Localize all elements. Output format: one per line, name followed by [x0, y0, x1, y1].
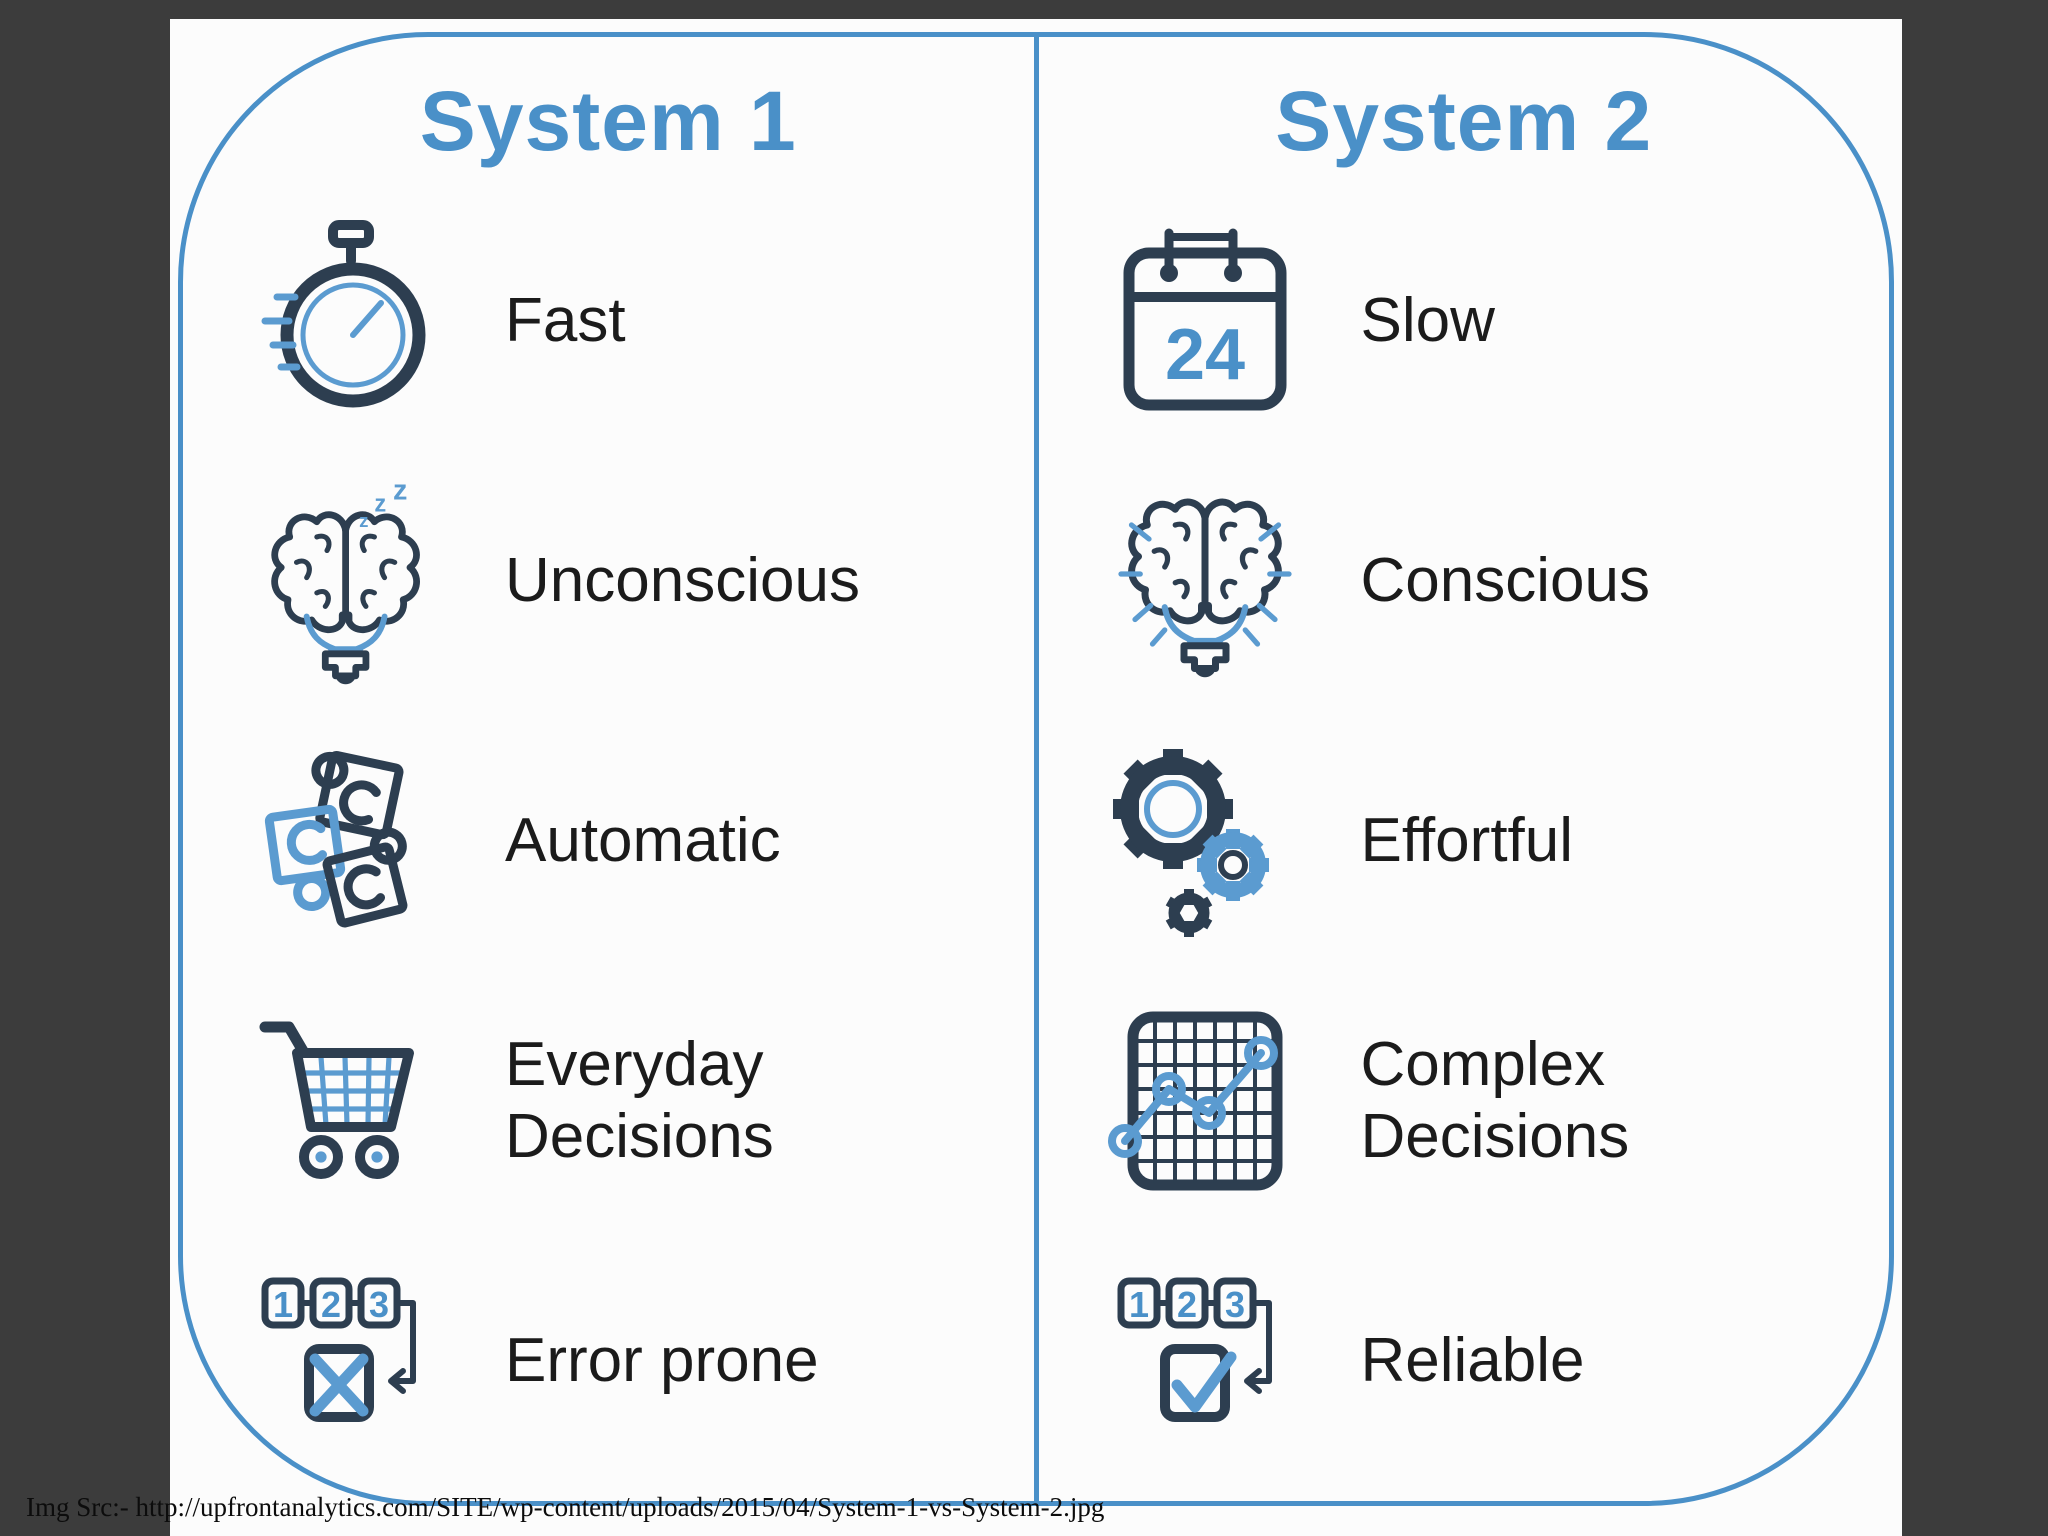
stopwatch-icon — [261, 220, 426, 408]
system-2-column: System 2 24 — [1033, 37, 1890, 1501]
row-label: Automatic — [505, 806, 781, 876]
steps-error-icon: 1 2 3 — [261, 1277, 416, 1422]
svg-text:z: z — [359, 510, 368, 531]
system-2-rows: 24 Slow — [1039, 177, 1890, 1501]
row-slow: 24 Slow — [1039, 191, 1890, 451]
row-label: Unconscious — [505, 546, 860, 616]
system-1-title: System 1 — [419, 74, 797, 168]
system-1-column: System 1 — [183, 37, 1034, 1501]
svg-text:3: 3 — [369, 1284, 389, 1325]
shopping-cart-icon — [259, 1021, 414, 1179]
row-label: Everyday Decisions — [505, 1030, 774, 1171]
svg-text:2: 2 — [1176, 1284, 1196, 1325]
row-everyday-decisions: Everyday Decisions — [183, 971, 1034, 1231]
svg-text:z: z — [393, 476, 407, 507]
system-2-title: System 2 — [1275, 74, 1653, 168]
svg-text:3: 3 — [1224, 1284, 1244, 1325]
row-label: Fast — [505, 286, 626, 356]
calendar-icon: 24 — [1123, 228, 1286, 411]
row-conscious: Conscious — [1039, 451, 1890, 711]
image-source-caption: Img Src:- http://upfrontanalytics.com/SI… — [26, 1492, 1105, 1522]
sleeping-brain-icon: z z z — [271, 476, 449, 685]
gears-icon — [1112, 749, 1269, 937]
row-effortful: Effortful — [1039, 711, 1890, 971]
svg-text:2: 2 — [321, 1284, 341, 1325]
row-label: Reliable — [1360, 1326, 1585, 1396]
svg-text:1: 1 — [273, 1284, 293, 1325]
svg-text:1: 1 — [1128, 1284, 1148, 1325]
row-complex-decisions: Complex Decisions — [1039, 971, 1890, 1231]
row-automatic: Automatic — [183, 711, 1034, 971]
awake-brain-icon — [1117, 476, 1292, 678]
system-1-rows: Fast — [183, 177, 1034, 1501]
row-label: Conscious — [1360, 546, 1650, 616]
infographic-slide: System 1 — [170, 19, 1902, 1536]
svg-text:24: 24 — [1164, 315, 1244, 395]
comparison-frame: System 1 — [178, 32, 1894, 1506]
steps-check-icon: 1 2 3 — [1117, 1277, 1272, 1422]
row-label: Complex Decisions — [1360, 1030, 1630, 1171]
line-chart-icon — [1107, 1011, 1282, 1191]
row-unconscious: z z z Unconscious — [183, 451, 1034, 711]
row-label: Effortful — [1360, 806, 1574, 876]
row-reliable: 1 2 3 Reliable — [1039, 1231, 1890, 1491]
row-label: Error prone — [505, 1326, 819, 1396]
row-error-prone: 1 2 3 Error prone — [183, 1231, 1034, 1491]
puzzle-pieces-icon — [264, 750, 408, 928]
row-fast: Fast — [183, 191, 1034, 451]
svg-text:z: z — [374, 492, 386, 518]
row-label: Slow — [1360, 286, 1495, 356]
